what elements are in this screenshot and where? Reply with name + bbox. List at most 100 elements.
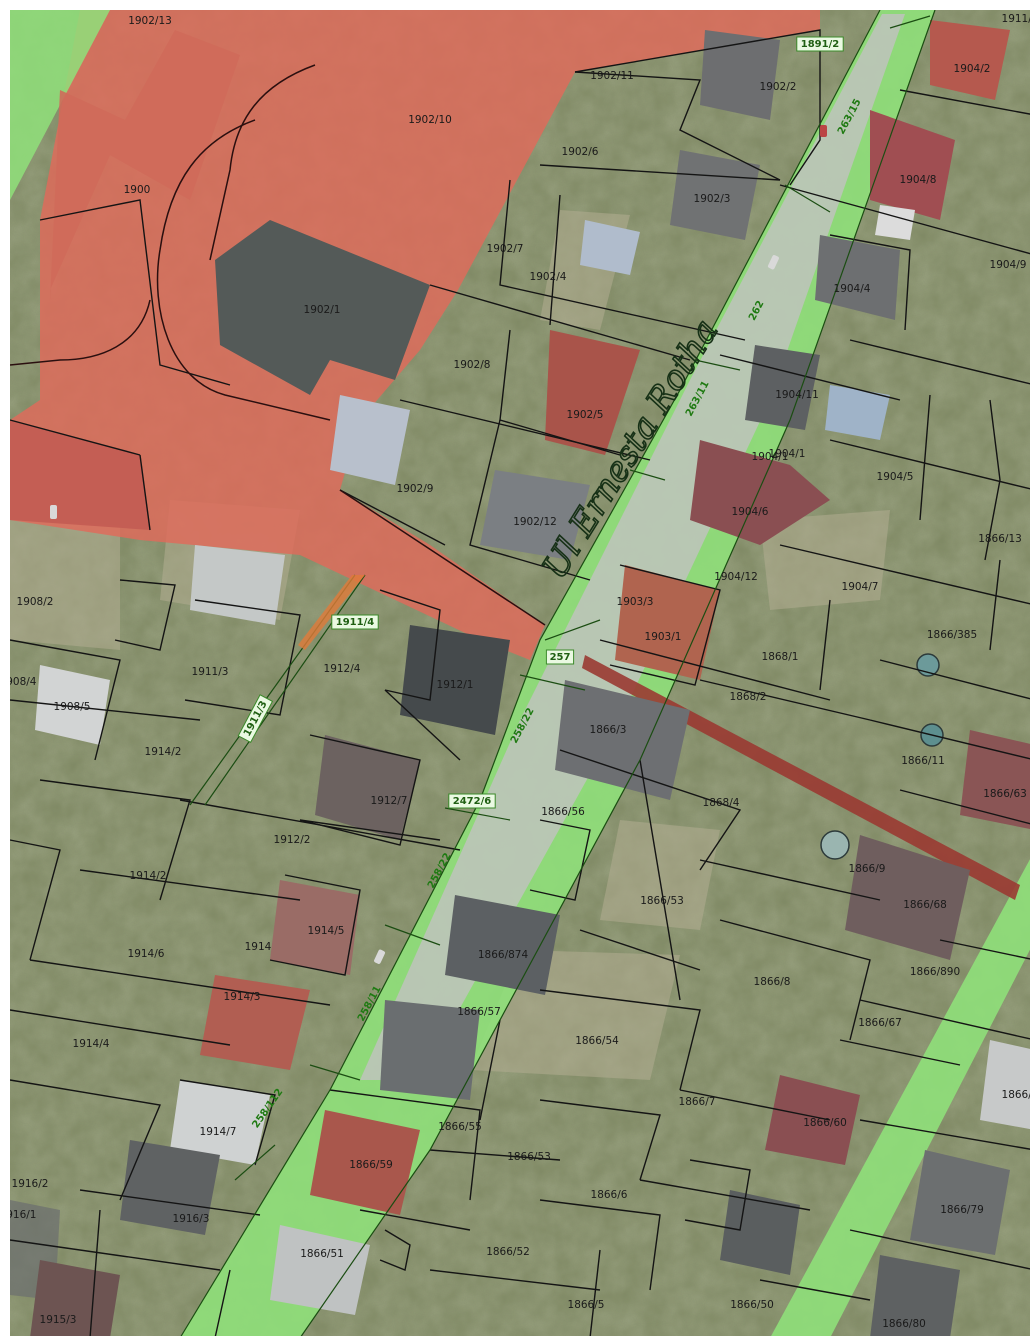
red-zone [10, 10, 820, 660]
parcel-label: 1914 [245, 941, 272, 953]
parcel-label: 1866/79 [940, 1204, 984, 1216]
parcel-label: 1914/3 [224, 991, 261, 1003]
road-label: 2472/6 [453, 796, 491, 807]
parcel-label: 1914/7 [200, 1126, 237, 1138]
parcel-label: 1902/2 [760, 81, 797, 93]
road-label: 1911/4 [336, 617, 374, 628]
parcel-label: 1866/5 [568, 1299, 605, 1311]
parcel-label: 1866/57 [457, 1006, 501, 1018]
parcel-label: 1866/7 [679, 1096, 716, 1108]
parcel-label: 1868/1 [762, 651, 799, 663]
road-label: 1891/2 [801, 39, 839, 50]
parcel-label: 1866/11 [901, 755, 945, 767]
road-label-box [331, 614, 379, 630]
parcel-label: 1866/80 [882, 1318, 926, 1330]
red-zone-outlines [9, 64, 546, 626]
parcel-label: 1911/3 [192, 666, 229, 678]
road-label-box [237, 694, 274, 744]
road-edges [179, 9, 936, 1339]
parcel-label: 1866/3 [590, 724, 627, 736]
parcel-label: 1914/2 [130, 870, 167, 882]
parcel-label: 1912/1 [437, 679, 474, 691]
parcel-label: 1908/5 [54, 701, 91, 713]
parcel-label: 1866/874 [478, 949, 529, 961]
parcel-label: 1914/6 [128, 948, 165, 960]
parcel-label: 1902/1 [304, 304, 341, 316]
parcel-label: 1902/12 [513, 516, 557, 528]
parcel-label: 1866/56 [541, 806, 585, 818]
parcel-label: 1866/9 [849, 863, 886, 875]
parcel-label: 1866/67 [858, 1017, 902, 1029]
yard-patches [10, 210, 890, 1080]
parcel-label: 1911/2 [1002, 13, 1035, 25]
parcel-label: 1914/5 [308, 925, 345, 937]
parcel-label: 1866/54 [575, 1035, 619, 1047]
parcel-label: 1902/5 [567, 409, 604, 421]
parcel-label: 1914/4 [73, 1038, 110, 1050]
parcel-label: 1903/1 [645, 631, 682, 643]
parcel-label: 1866/7 [1002, 1089, 1035, 1101]
parcel-label: 1868/4 [703, 797, 740, 809]
parcel-label: 1902/7 [487, 243, 524, 255]
parcel-label: 1866/52 [486, 1246, 530, 1258]
road-label: 257 [550, 652, 571, 663]
parcel-label: 1902/3 [694, 193, 731, 205]
parcel-label: 1904/6 [732, 506, 769, 518]
parcel-label: 1866/6 [591, 1189, 628, 1201]
parcel-label: 1902/13 [128, 15, 172, 27]
parcel-label: 1904/8 [900, 174, 937, 186]
parcel-label: 1915/3 [40, 1314, 77, 1326]
parcel-label: 1904/11 [775, 389, 819, 401]
parcel-label: 1866/385 [927, 629, 977, 641]
parcel-label: 1866/51 [300, 1248, 344, 1260]
parcel-label: 1866/890 [910, 966, 960, 978]
thin-path-orange [298, 575, 365, 650]
parcel-label: 1902/8 [454, 359, 491, 371]
parcel-label: 1904/4 [834, 283, 871, 295]
parcel-label: 1912/7 [371, 795, 408, 807]
parcel-label: 1866/63 [983, 788, 1027, 800]
parcel-label: 1900 [124, 184, 151, 196]
parcel-label: 1902/6 [562, 146, 599, 158]
parcel-label: 1912/4 [324, 663, 361, 675]
parcel-label: 1866/68 [903, 899, 947, 911]
parcel-label: 1904/12 [714, 571, 758, 583]
parcel-label: 1904/2 [954, 63, 991, 75]
road-label-box [796, 36, 844, 52]
parcel-label: 1904/1 [769, 448, 806, 460]
parcel-label: 1908/2 [17, 596, 54, 608]
parcel-label: 1866/8 [754, 976, 791, 988]
parcel-label: 1902/10 [408, 114, 452, 126]
parcel-label: 1903/3 [617, 596, 654, 608]
parcel-label: 1912/2 [274, 834, 311, 846]
parcel-label: 1866/60 [803, 1117, 847, 1129]
parcel-label: 1866/53 [640, 895, 684, 907]
parcel-label: 1866/55 [438, 1121, 482, 1133]
red-lane [582, 655, 1020, 900]
parcel-label: 1868/2 [730, 691, 767, 703]
road-label-box [545, 649, 575, 665]
parcel-label: 1866/50 [730, 1299, 774, 1311]
green-strip-right [770, 850, 1035, 1338]
street-grey-carriageway [360, 14, 905, 1080]
parcel-label: 1904/5 [877, 471, 914, 483]
parcel-label: 1866/13 [978, 533, 1022, 545]
vehicles [50, 125, 827, 964]
parcel-label: 1904/7 [842, 581, 879, 593]
parcel-label: 1904/9 [990, 259, 1027, 271]
parcel-label: 1902/4 [530, 271, 567, 283]
buildings [10, 20, 1035, 1338]
road-label-box [448, 793, 496, 809]
parcel-label: 1916/3 [173, 1213, 210, 1225]
parcel-boundaries [9, 29, 1035, 1339]
pools [820, 653, 944, 860]
parcel-label: 1902/11 [590, 70, 634, 82]
parcel-label: 1866/53 [507, 1151, 551, 1163]
parcel-label: 1866/59 [349, 1159, 393, 1171]
parcel-label: 1904/1 [752, 451, 789, 463]
parcel-label: 1916/2 [12, 1178, 49, 1190]
parcel-label: 1914/2 [145, 746, 182, 758]
